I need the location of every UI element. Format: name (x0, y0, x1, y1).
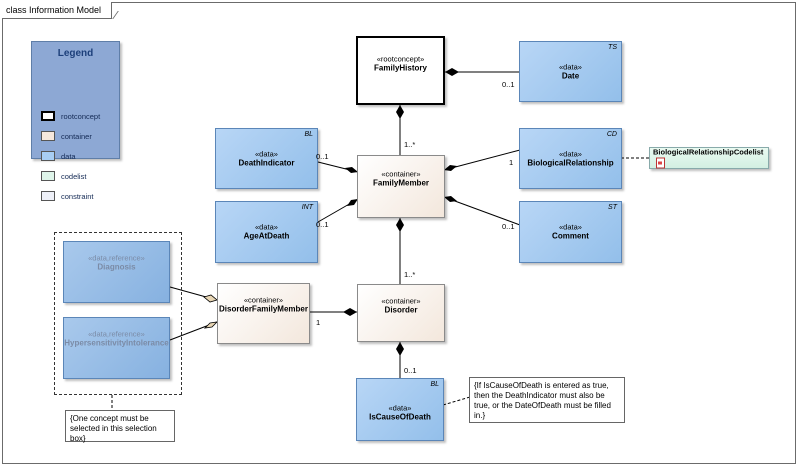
type-tag: CD (606, 131, 617, 138)
type-tag: BL (304, 131, 313, 138)
legend-swatch (41, 151, 55, 161)
composition-diamond (345, 167, 358, 173)
constraint-note: {If IsCauseOfDeath is entered as true, t… (469, 377, 625, 423)
selection-note: {One concept must be selected in this se… (65, 410, 175, 443)
stereotype-label: «data» (559, 222, 582, 232)
multiplicity-date: 0..1 (502, 80, 515, 89)
stereotype-label: «data» (559, 149, 582, 158)
multiplicity-comment: 0..1 (502, 222, 515, 231)
legend-title: Legend (57, 48, 94, 59)
composition-diamond (444, 165, 457, 171)
stereotype-label: «data,reference» (88, 329, 145, 339)
class-disorder[interactable]: «container» Disorder (357, 284, 445, 342)
class-name: DisorderFamilyMember (219, 304, 308, 314)
legend-label: constraint (61, 191, 94, 201)
class-biological-relationship[interactable]: CD «data» BiologicalRelationship (519, 128, 622, 189)
class-name: Date (561, 71, 580, 80)
class-name: FamilyMember (372, 178, 430, 188)
legend-swatch (41, 191, 55, 201)
class-name: DeathIndicator (238, 158, 295, 167)
legend-item-data: data (41, 150, 76, 162)
legend-item-container: container (41, 130, 92, 142)
class-name: AgeAtDeath (243, 231, 290, 241)
multiplicity-death-indicator: 0..1 (316, 152, 329, 161)
legend-item-constraint: constraint (41, 190, 94, 202)
legend-label: codelist (61, 171, 87, 181)
composition-diamond (347, 199, 358, 206)
legend-label: rootconcept (61, 111, 101, 121)
legend-item-codelist: codelist (41, 170, 86, 182)
legend-item-rootconcept: rootconcept (41, 110, 100, 122)
class-name: IsCauseOfDeath (369, 412, 431, 422)
stereotype-label: «data» (255, 222, 278, 232)
stereotype-label: «container» (381, 296, 421, 306)
class-family-member[interactable]: «container» FamilyMember (357, 155, 445, 218)
stereotype-label: «container» (381, 169, 421, 179)
stereotype-label: «data» (559, 62, 582, 71)
type-tag: INT (301, 204, 313, 211)
type-tag: BL (430, 381, 439, 388)
composition-diamond (396, 105, 404, 119)
composition-diamond (396, 342, 404, 356)
composition-diamond (396, 218, 404, 232)
class-biological-relationship-codelist[interactable]: BiologicalRelationshipCodelist (649, 147, 769, 169)
legend-swatch (41, 111, 55, 121)
stereotype-label: «container» (243, 295, 284, 305)
class-hypersensitivity-intolerance[interactable]: «data,reference» HypersensitivityIntoler… (63, 317, 170, 379)
stereotype-label: «rootconcept» (376, 54, 425, 64)
legend-swatch (41, 131, 55, 141)
stereotype-label: «data» (255, 149, 278, 158)
class-name: FamilyHistory (374, 63, 427, 73)
class-disorder-family-member[interactable]: «container» DisorderFamilyMember (217, 283, 310, 344)
class-date[interactable]: TS «data» Date (519, 41, 622, 102)
composition-diamond (343, 308, 357, 316)
class-comment[interactable]: ST «data» Comment (519, 201, 622, 263)
connector-constraint-note (442, 396, 471, 406)
legend-label: data (61, 151, 76, 161)
class-name: HypersensitivityIntolerance (64, 338, 169, 348)
multiplicity-is-cause-of-death: 0..1 (404, 366, 417, 375)
class-death-indicator[interactable]: BL «data» DeathIndicator (215, 128, 318, 189)
class-name: BiologicalRelationshipCodelist (653, 147, 764, 157)
legend: Legend rootconcept container data codeli… (31, 41, 120, 201)
selection-box (54, 232, 182, 395)
connector-comment-member (443, 196, 521, 226)
aggregation-diamond (203, 321, 219, 329)
class-name: Diagnosis (97, 262, 136, 272)
stereotype-label: «data» (388, 403, 412, 413)
legend-swatch (41, 171, 55, 181)
class-is-cause-of-death[interactable]: BL «data» IsCauseOfDeath (356, 378, 444, 441)
multiplicity-disorder: 1..* (404, 270, 416, 279)
class-age-at-death[interactable]: INT «data» AgeAtDeath (215, 201, 318, 263)
type-tag: TS (608, 44, 617, 51)
class-name: Comment (552, 231, 589, 241)
diagram-frame (2, 2, 796, 464)
class-family-history[interactable]: «rootconcept» FamilyHistory (356, 36, 445, 105)
diagram-frame-title: class Information Model (2, 2, 113, 19)
class-diagnosis[interactable]: «data,reference» Diagnosis (63, 241, 170, 303)
class-name: BiologicalRelationship (527, 158, 614, 167)
composition-diamond (444, 196, 457, 202)
connector-biorel-member (443, 149, 521, 171)
multiplicity-age-at-death: 0..1 (316, 220, 329, 229)
class-name: Disorder (384, 305, 418, 315)
legend-label: container (61, 131, 92, 141)
aggregation-diamond (203, 294, 218, 303)
stereotype-label: «data,reference» (88, 253, 145, 263)
multiplicity-family-member: 1..* (404, 140, 416, 149)
composition-diamond (445, 68, 459, 76)
type-tag: ST (608, 204, 617, 211)
document-link-icon (656, 157, 665, 169)
multiplicity-biological-relationship: 1 (509, 158, 514, 167)
multiplicity-disorder-family-member: 1 (316, 318, 321, 327)
